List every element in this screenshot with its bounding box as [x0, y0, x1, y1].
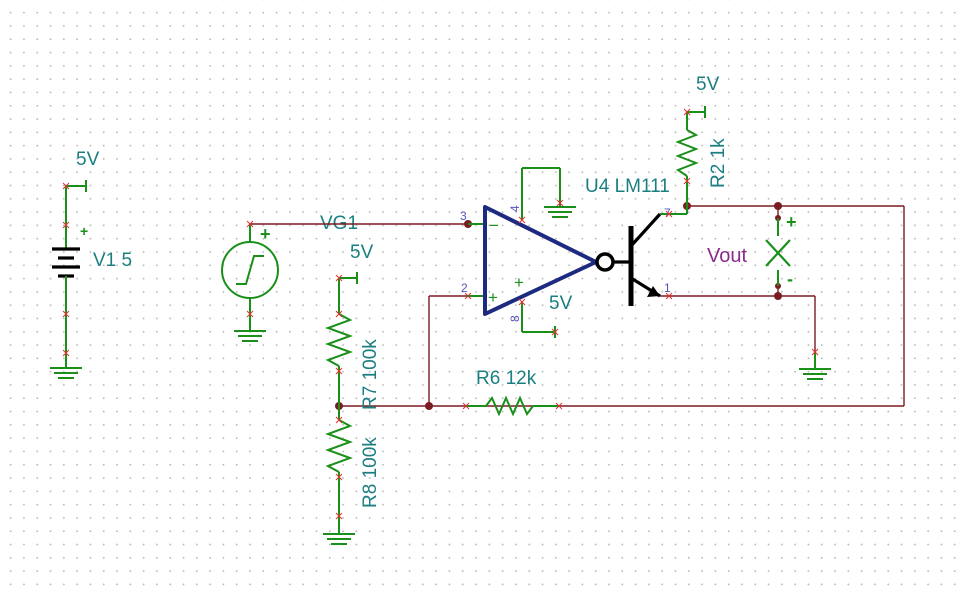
battery-v1[interactable]	[50, 180, 87, 379]
vout-plus-sign: +	[786, 212, 797, 232]
supply-plus-sign: +	[514, 273, 524, 292]
v1-plus-sign: +	[80, 223, 88, 239]
resistor-r6[interactable]	[466, 395, 559, 417]
u4-label: U4 LM111	[585, 176, 670, 197]
vout-label: Vout	[707, 245, 747, 267]
pin-3-label: 3	[460, 209, 467, 223]
pin-4-label: 4	[508, 205, 522, 212]
resistor-r8[interactable]	[323, 406, 355, 545]
u4-supply-label: 5V	[549, 293, 573, 314]
pin-1-label: 1	[664, 281, 671, 295]
r2-supply-label: 5V	[696, 74, 720, 95]
comparator-u4[interactable]	[466, 167, 688, 338]
v1-label: V1 5	[93, 250, 132, 271]
ground-vout[interactable]	[799, 352, 831, 380]
r7-supply-label: 5V	[350, 242, 374, 263]
vout-minus-sign: -	[787, 269, 793, 289]
wires	[250, 205, 905, 407]
r8-label: R8 100k	[360, 437, 381, 508]
resistor-r2[interactable]	[675, 106, 706, 206]
signal-generator-vg1[interactable]	[221, 224, 279, 342]
pin-markers	[62, 108, 819, 520]
v1-supply-label: 5V	[76, 149, 100, 170]
resistor-r7[interactable]	[325, 272, 358, 406]
voltmeter-vout[interactable]	[765, 218, 791, 286]
r2-label: R2 1k	[708, 138, 729, 188]
noninverting-input-sign: +	[488, 288, 498, 307]
pin-8-label: 8	[508, 315, 522, 322]
inverting-input-sign: −	[489, 216, 499, 235]
vg1-plus-sign: +	[260, 224, 271, 244]
r7-label: R7 100k	[360, 339, 381, 410]
pin-2-label: 2	[461, 281, 468, 295]
r6-label: R6 12k	[476, 368, 537, 389]
